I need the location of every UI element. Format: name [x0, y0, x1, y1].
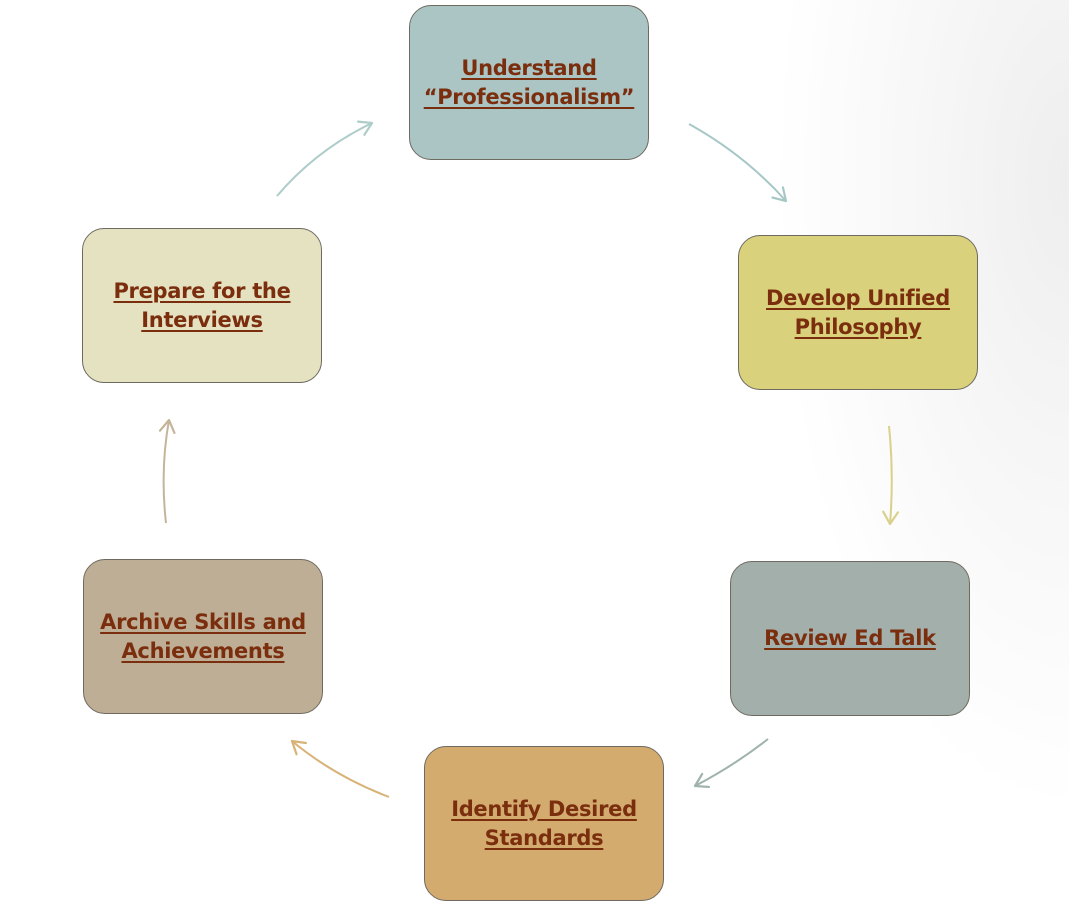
arrow-prepare-to-understand: [276, 122, 373, 197]
node-prepare-for-interviews[interactable]: Prepare for the Interviews: [82, 228, 322, 383]
node-link-review-ed-talk[interactable]: Review Ed Talk: [764, 626, 936, 650]
arrow-prepare-to-understand-head: [356, 120, 374, 136]
node-review-ed-talk[interactable]: Review Ed Talk: [730, 561, 970, 716]
node-link-develop-unified-philosophy[interactable]: Develop Unified Philosophy: [766, 285, 950, 339]
arrow-understand-to-develop-head: [771, 186, 788, 203]
arrow-develop-to-review-head: [882, 510, 899, 526]
arrow-archive-to-prepare: [162, 419, 170, 524]
node-develop-unified-philosophy[interactable]: Develop Unified Philosophy: [738, 235, 978, 390]
node-link-understand-professionalism[interactable]: Understand “Professionalism”: [423, 55, 635, 109]
arrow-archive-to-prepare-head: [158, 418, 176, 434]
arrow-identify-to-archive: [291, 740, 390, 798]
arrow-develop-to-review: [888, 425, 893, 525]
node-link-identify-desired-standards[interactable]: Identify Desired Standards: [451, 796, 637, 850]
node-link-prepare-for-interviews[interactable]: Prepare for the Interviews: [113, 278, 291, 332]
node-archive-skills-achievements[interactable]: Archive Skills and Achievements: [83, 559, 323, 714]
node-identify-desired-standards[interactable]: Identify Desired Standards: [424, 746, 664, 901]
arrow-review-to-identify: [694, 738, 769, 787]
node-understand-professionalism[interactable]: Understand “Professionalism”: [409, 5, 649, 160]
node-link-archive-skills-achievements[interactable]: Archive Skills and Achievements: [100, 609, 306, 663]
arrow-identify-to-archive-head: [290, 739, 307, 756]
arrow-review-to-identify-head: [693, 772, 711, 789]
arrow-understand-to-develop: [688, 123, 787, 202]
